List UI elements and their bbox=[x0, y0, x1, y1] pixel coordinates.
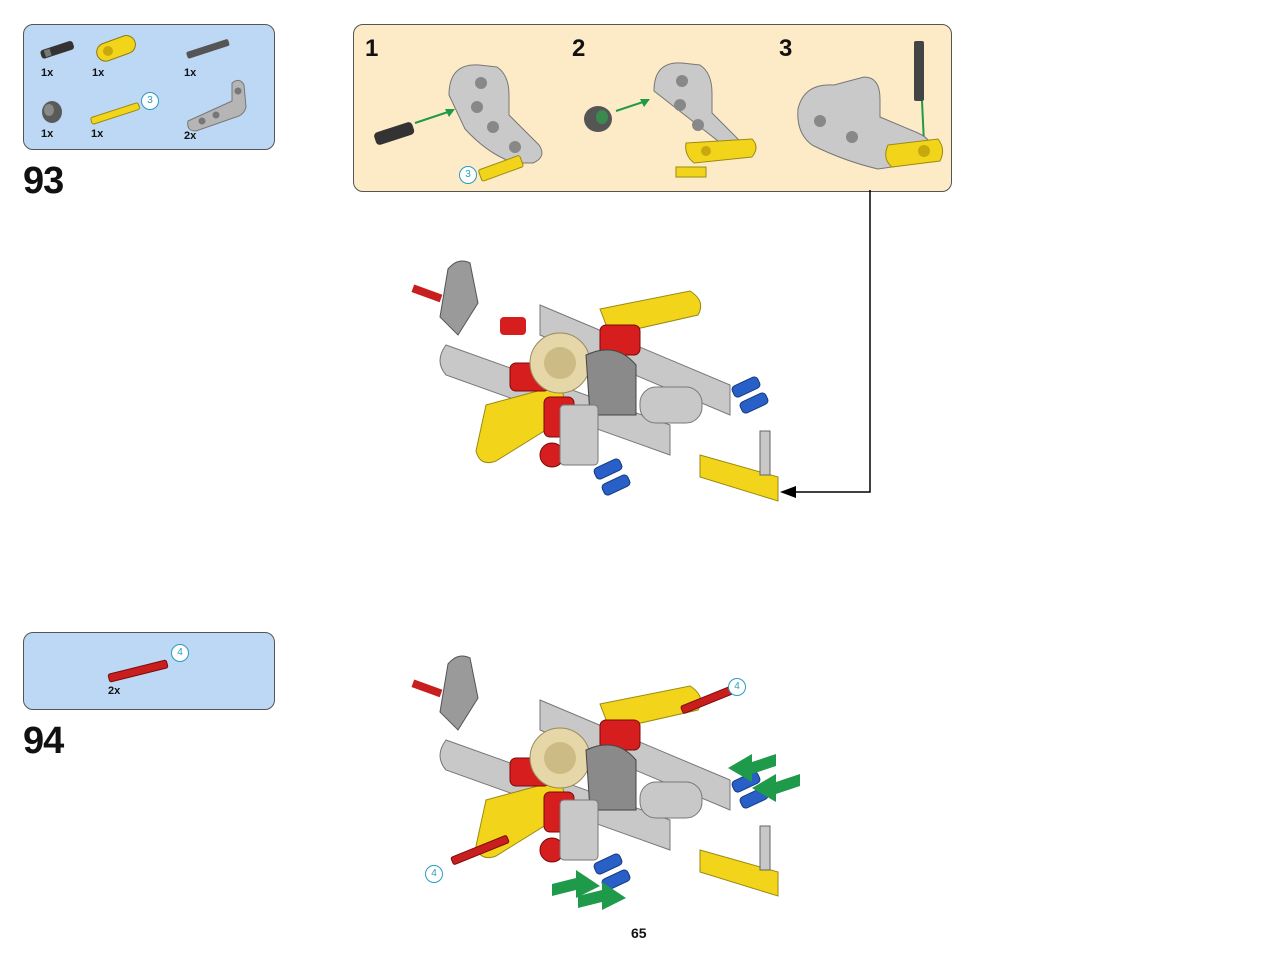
step94-parts-list: 4 2x bbox=[23, 632, 275, 710]
page-number: 65 bbox=[631, 925, 647, 941]
part-qty: 1x bbox=[41, 128, 54, 140]
yellow-axle-icon bbox=[90, 102, 140, 125]
part-qty: 1x bbox=[91, 128, 104, 140]
part-qty: 1x bbox=[92, 67, 105, 79]
length-callout: 4 bbox=[171, 644, 189, 662]
step93-parts-list: 1x 1x 1x 1x 3 1x 2x bbox=[23, 24, 275, 150]
part-qty: 1x bbox=[41, 67, 54, 79]
substep-label: 3 bbox=[779, 35, 793, 62]
yellow-connector-icon bbox=[96, 35, 136, 62]
length-callout: 4 bbox=[425, 865, 443, 883]
bush-dark-gray-icon bbox=[42, 101, 62, 123]
green-insert-arrow-icon bbox=[552, 754, 800, 910]
substep3-illustration bbox=[797, 41, 944, 170]
substep1-illustration bbox=[374, 64, 543, 182]
step-number: 94 bbox=[23, 720, 64, 762]
gray-angled-beam-icon bbox=[187, 79, 247, 132]
substep-label: 1 bbox=[365, 35, 379, 62]
substep2-illustration bbox=[584, 62, 757, 178]
axle-pin-black-icon bbox=[40, 41, 74, 59]
red-axle-icon bbox=[107, 659, 169, 683]
step93-subassembly-panel: 1 2 3 3 bbox=[353, 24, 952, 192]
step-number: 93 bbox=[23, 160, 64, 202]
substep-label: 2 bbox=[572, 35, 586, 62]
length-callout: 3 bbox=[459, 166, 477, 184]
length-callout: 4 bbox=[728, 678, 746, 696]
subassembly-connector-arrow bbox=[780, 190, 871, 498]
axle-gray-icon bbox=[186, 39, 230, 59]
length-callout: 3 bbox=[141, 92, 159, 110]
part-qty: 2x bbox=[108, 685, 121, 697]
step93-model-illustration bbox=[411, 260, 779, 502]
part-qty: 2x bbox=[184, 130, 197, 142]
part-qty: 1x bbox=[184, 67, 197, 79]
step94-model-illustration bbox=[411, 655, 800, 910]
